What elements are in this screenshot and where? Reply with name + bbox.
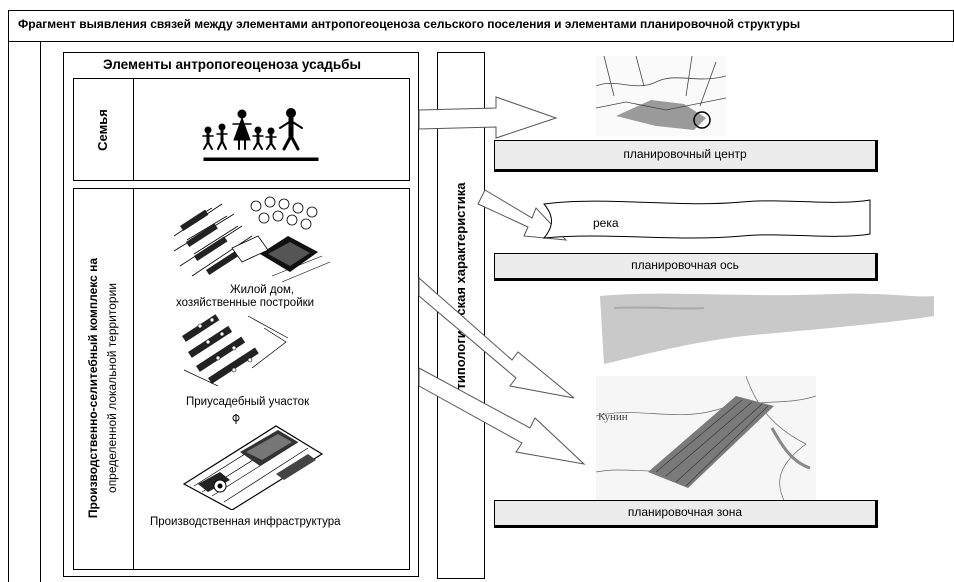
center-label: планировочный центр <box>623 147 747 161</box>
house-caption-line2: хозяйственные постройки <box>176 297 315 309</box>
axis-bar: планировочная ось <box>494 253 878 281</box>
arrow-to-zone-lower <box>418 367 586 465</box>
elements-panel <box>63 52 419 577</box>
outer-left-border <box>8 42 9 582</box>
infrastructure-illustration <box>182 414 324 510</box>
family-box <box>73 78 410 181</box>
settlement-map-icon <box>596 56 726 136</box>
elements-heading: Элементы антропогеоценоза усадьбы <box>103 57 361 72</box>
river-label: река <box>593 216 619 230</box>
house-caption-line1: Жилой дом, <box>230 284 295 296</box>
zone-area-icon <box>600 293 934 364</box>
typology-column <box>437 52 485 579</box>
infra-caption: Производственная инфраструктура <box>150 516 341 528</box>
estate-houses-illustration <box>172 196 332 284</box>
zone-map-icon: Кунин <box>596 376 816 504</box>
zone-label: планировочная зона <box>627 505 743 519</box>
plot-caption: Приусадебный участок <box>186 396 310 408</box>
complex-divider <box>133 188 134 570</box>
map-caption: Кунин <box>598 411 628 423</box>
axis-label: планировочная ось <box>631 258 739 272</box>
garden-plot-illustration <box>182 314 289 386</box>
center-bar: планировочный центр <box>494 140 878 172</box>
family-figures-icon <box>202 108 319 161</box>
arrow-to-center <box>418 96 558 139</box>
zone-bar: планировочная зона <box>494 500 878 528</box>
arrow-to-zone-upper <box>418 276 575 399</box>
river-shape <box>542 199 871 239</box>
diagram-title: Фрагмент выявления связей между элемента… <box>18 17 801 31</box>
family-divider <box>133 78 134 181</box>
inner-left-border <box>40 42 41 582</box>
complex-box <box>73 188 410 570</box>
